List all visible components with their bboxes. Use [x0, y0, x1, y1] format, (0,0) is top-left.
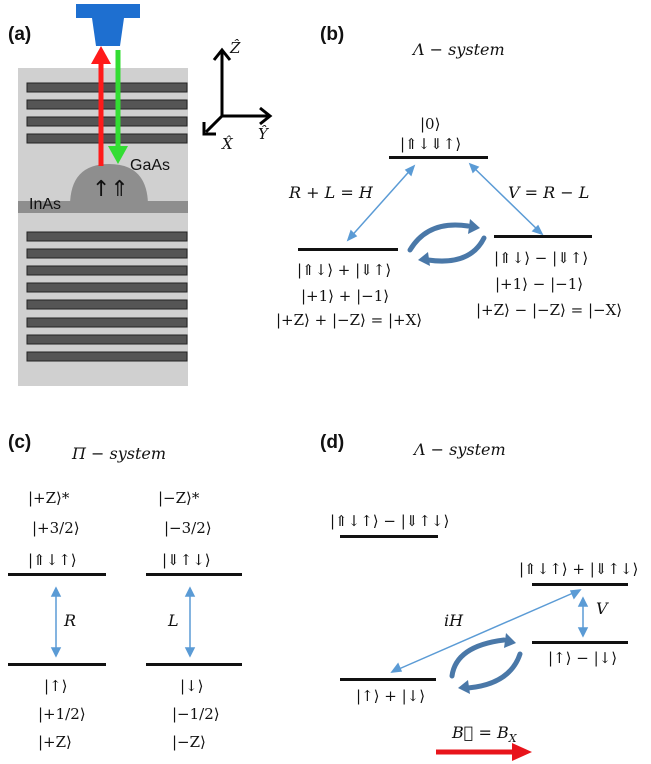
d-lower-left-state: |↑⟩ + |↓⟩ — [356, 687, 426, 705]
b-left-state-3: |+Z⟩ + |−Z⟩ = |+X⟩ — [276, 311, 423, 329]
b-right-state-1: |⇑↓⟩ − |⇓↑⟩ — [494, 249, 589, 267]
c-right-top-level — [146, 573, 242, 576]
axis-z-label: Ẑ — [230, 39, 241, 57]
panel-d-transitions — [390, 589, 589, 673]
inas-label: InAs — [29, 196, 62, 213]
panel-b-label: (b) — [320, 24, 345, 45]
c-right-bottom-state-3: |−Z⟩ — [172, 733, 206, 751]
d-lower-right-level — [532, 641, 628, 644]
c-r-label: R — [64, 611, 77, 630]
spin-state-label: ↑⇑ — [92, 177, 129, 202]
panel-b-cycle-arrows — [407, 222, 487, 264]
b-top-state-vacuum: |0⟩ — [420, 115, 441, 133]
bottom-dbr-layers — [26, 231, 188, 362]
c-l-label: L — [168, 611, 179, 630]
d-upper-left-level — [340, 535, 438, 538]
c-left-bottom-state-3: |+Z⟩ — [38, 733, 72, 751]
d-lower-left-level — [340, 678, 436, 681]
b-right-level — [494, 235, 592, 238]
panel-a-label: (a) — [8, 24, 32, 45]
panel-b-title: Λ − system — [413, 40, 505, 59]
axis-x-label: X̂ — [222, 135, 233, 153]
c-left-top-state-1: |+Z⟩* — [28, 489, 70, 507]
gaas-label: GaAs — [130, 157, 171, 174]
d-upper-right-level — [532, 583, 628, 586]
panel-c-label: (c) — [8, 432, 32, 453]
panel-c-transitions — [50, 586, 196, 658]
top-dbr-layers — [26, 82, 188, 144]
b-right-state-3: |+Z⟩ − |−Z⟩ = |−X⟩ — [476, 301, 623, 319]
b-left-state-2: |+1⟩ + |−1⟩ — [301, 287, 390, 305]
b-top-level — [389, 156, 488, 159]
panel-d-cycle-arrows — [449, 637, 523, 691]
d-ih-label: iH — [444, 611, 464, 630]
detection-arrow — [108, 146, 128, 164]
coordinate-axes — [202, 47, 273, 136]
c-right-bottom-state-1: |↓⟩ — [180, 677, 204, 695]
c-left-bottom-state-1: |↑⟩ — [44, 677, 68, 695]
d-v-label: V — [596, 599, 608, 618]
b-left-level — [298, 248, 398, 251]
c-right-top-state-1: |−Z⟩* — [158, 489, 200, 507]
d-field-label-main: B⃗ = B — [452, 723, 509, 742]
b-h-label: R + L = H — [289, 183, 373, 202]
axis-y-label: Ŷ — [258, 125, 268, 143]
b-top-state-exciton: |⇑↓⇓↑⟩ — [400, 135, 462, 153]
c-right-top-state-2: |−3/2⟩ — [164, 519, 212, 537]
d-lower-right-state: |↑⟩ − |↓⟩ — [548, 649, 618, 667]
c-right-bottom-state-2: |−1/2⟩ — [172, 705, 220, 723]
c-left-top-state-3: |⇑↓↑⟩ — [28, 551, 77, 569]
b-v-label: V = R − L — [508, 183, 590, 202]
objective-lens — [76, 4, 140, 46]
c-left-bottom-level — [8, 663, 106, 666]
c-left-top-state-2: |+3/2⟩ — [32, 519, 80, 537]
panel-b-transitions — [346, 162, 544, 242]
excitation-arrow — [91, 46, 111, 64]
d-upper-left-state: |⇑↓↑⟩ − |⇓↑↓⟩ — [330, 512, 450, 530]
panel-d-title: Λ − system — [414, 440, 506, 459]
c-left-bottom-state-2: |+1/2⟩ — [38, 705, 86, 723]
b-right-state-2: |+1⟩ − |−1⟩ — [495, 275, 584, 293]
c-right-bottom-level — [146, 663, 242, 666]
panel-d-label: (d) — [320, 432, 345, 453]
panel-c-title: Π − system — [72, 444, 167, 463]
d-field-label-sub: X — [508, 732, 517, 746]
c-left-top-level — [8, 573, 106, 576]
magnetic-field-arrow — [512, 743, 532, 761]
d-upper-right-state: |⇑↓↑⟩ + |⇓↑↓⟩ — [519, 560, 639, 578]
b-left-state-1: |⇑↓⟩ + |⇓↑⟩ — [297, 261, 392, 279]
d-field-label: B⃗ = BX — [452, 724, 517, 747]
quantum-dot — [70, 164, 148, 206]
c-right-top-state-3: |⇓↑↓⟩ — [162, 551, 211, 569]
